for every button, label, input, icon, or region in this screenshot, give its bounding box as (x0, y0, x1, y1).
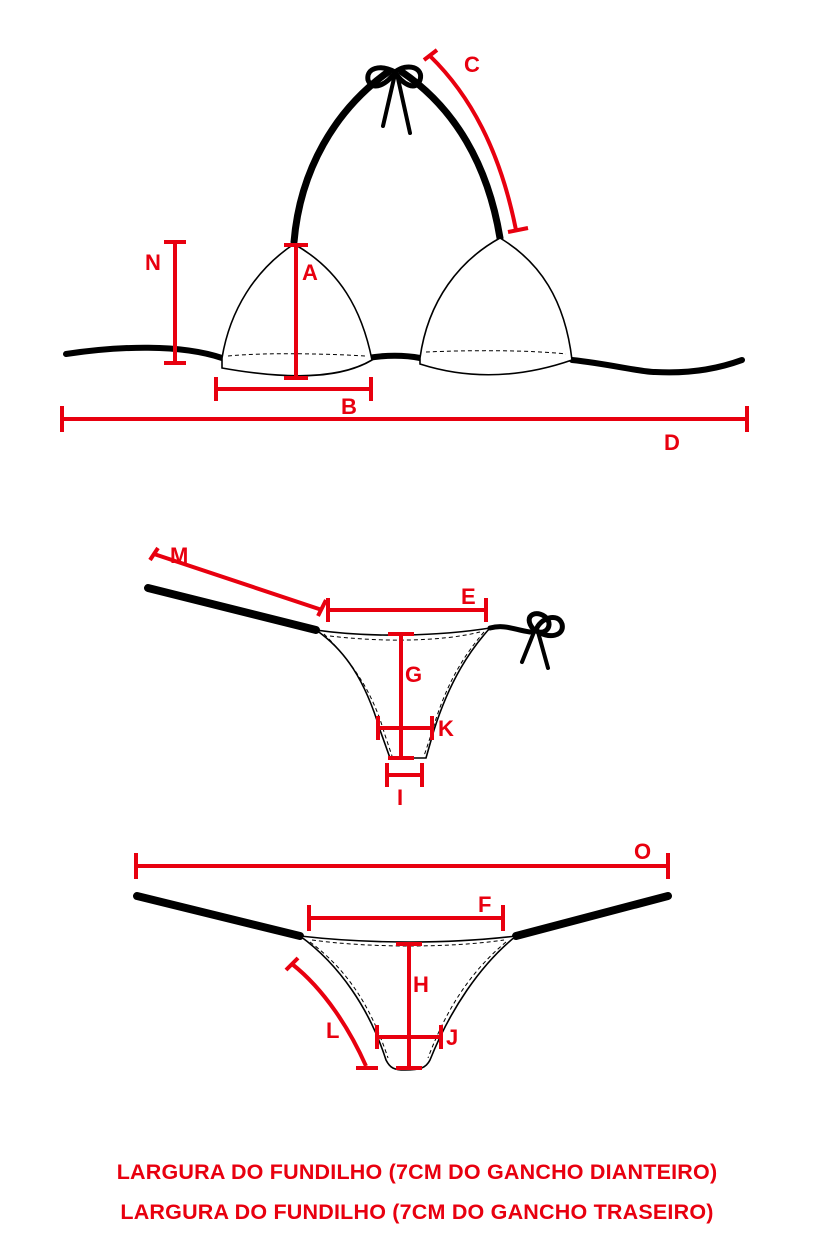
label-A: A (302, 260, 318, 285)
label-J: J (446, 1025, 458, 1050)
measure-B: B (214, 377, 373, 419)
measure-I: I (385, 763, 424, 810)
label-O: O (634, 839, 651, 864)
back-right-strap (512, 892, 672, 940)
label-I: I (397, 785, 403, 810)
front-left-tie (144, 584, 320, 634)
underbust-band (63, 344, 745, 376)
back-left-strap (133, 892, 304, 940)
label-E: E (461, 584, 476, 609)
bikini-bottom-front (144, 584, 565, 759)
label-N: N (145, 250, 161, 275)
halter-strap (290, 68, 504, 246)
measure-L: L (284, 956, 378, 1070)
measure-J: J (375, 1025, 458, 1050)
label-K: K (438, 716, 454, 741)
measure-C: C (422, 48, 529, 234)
footer-note-front: LARGURA DO FUNDILHO (7CM DO GANCHO DIANT… (116, 1160, 718, 1184)
measure-D: D (60, 406, 749, 455)
measure-A: A (284, 243, 318, 380)
footer-note-back: LARGURA DO FUNDILHO (7CM DO GANCHO TRASE… (120, 1200, 714, 1224)
label-D: D (664, 430, 680, 455)
label-G: G (405, 662, 422, 687)
measure-O: O (134, 839, 670, 879)
label-H: H (413, 972, 429, 997)
measure-F: F (307, 892, 505, 931)
side-bow-icon (487, 611, 565, 670)
measure-K: K (376, 716, 454, 741)
measure-H: H (396, 942, 429, 1070)
bikini-top (63, 64, 745, 377)
measure-N: N (145, 240, 186, 365)
label-M: M (170, 543, 188, 568)
measure-M: M (148, 543, 328, 617)
bikini-bottom-back (133, 892, 672, 1071)
measure-G: G (388, 632, 422, 760)
label-B: B (341, 394, 357, 419)
label-C: C (464, 52, 480, 77)
label-L: L (326, 1018, 339, 1043)
measure-E: E (326, 584, 488, 622)
right-cup (419, 237, 573, 376)
label-F: F (478, 892, 491, 917)
neck-bow-icon (365, 64, 424, 135)
